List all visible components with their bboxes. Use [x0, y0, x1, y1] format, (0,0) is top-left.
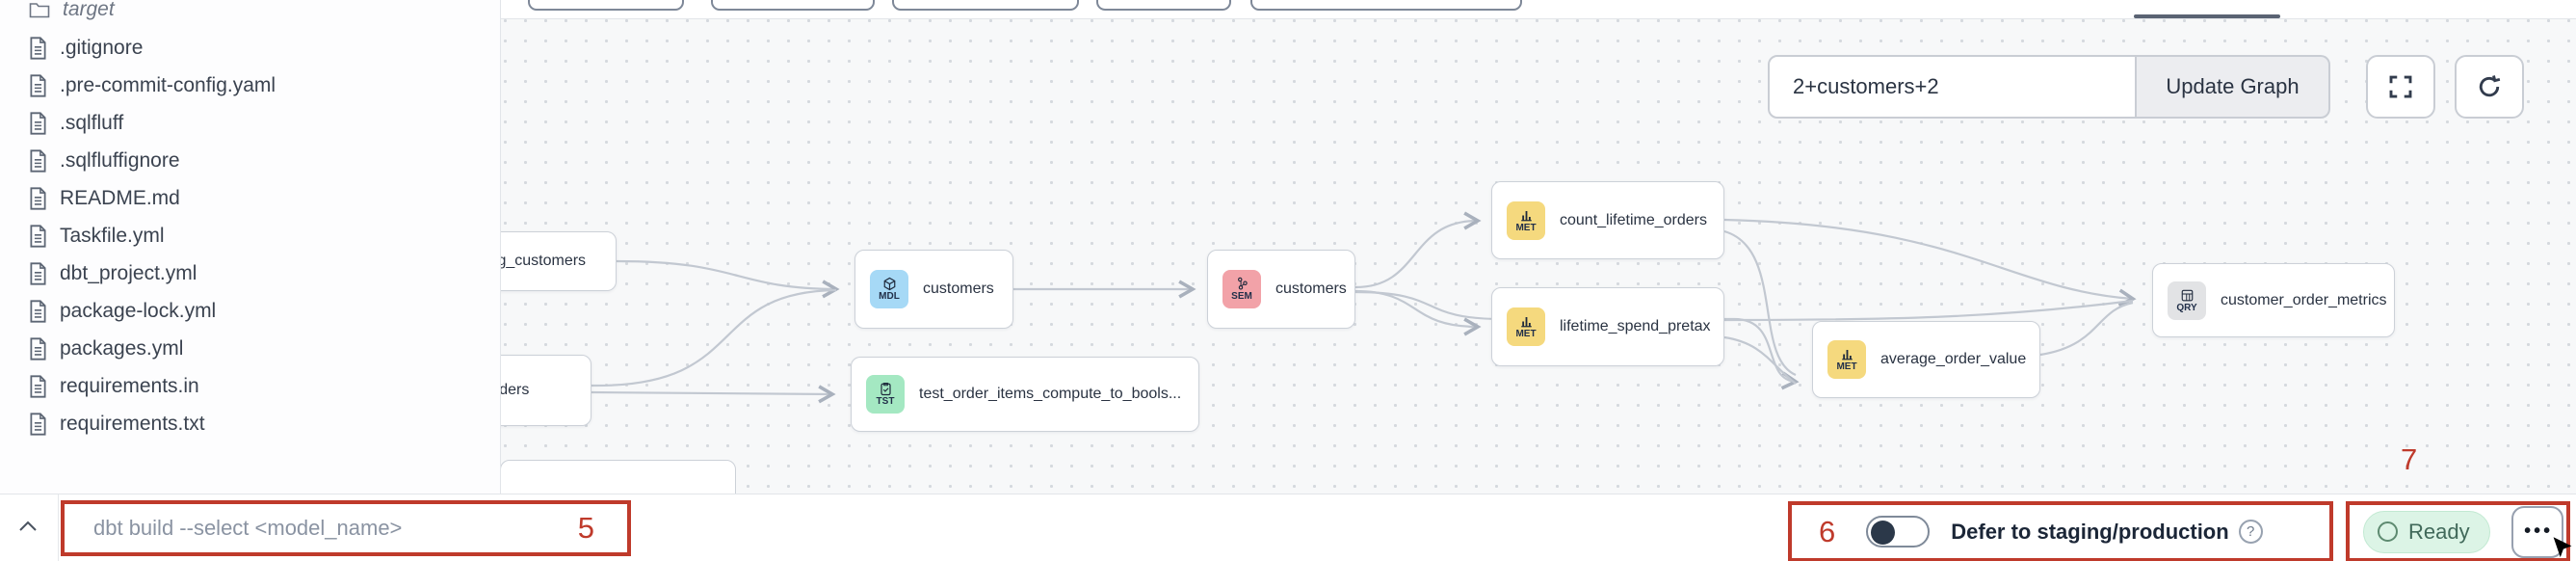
file-tree-item[interactable]: package-lock.yml	[0, 292, 500, 330]
node-label: count_lifetime_orders	[1560, 211, 1707, 228]
file-icon	[30, 111, 46, 135]
fullscreen-icon	[2389, 75, 2412, 98]
toolbar-button-cutoff[interactable]	[892, 0, 1079, 11]
refresh-icon	[2479, 75, 2501, 97]
file-tree-item-target[interactable]: target	[0, 0, 500, 28]
semantic-model-icon: SEM	[1222, 270, 1261, 308]
file-icon	[30, 336, 46, 361]
dag-node[interactable]: MDL customers	[854, 250, 1013, 329]
more-options-button[interactable]: •••	[2510, 505, 2563, 558]
dag-node[interactable]: QRY customer_order_metrics	[2152, 263, 2395, 337]
file-icon	[30, 186, 46, 210]
status-ring-icon	[2378, 521, 2398, 542]
file-tree-item[interactable]: .gitignore	[0, 29, 500, 67]
defer-label: Defer to staging/production	[1951, 519, 2229, 544]
dag-node[interactable]: MET average_order_value	[1812, 321, 2040, 398]
update-graph-button[interactable]: Update Graph	[2135, 55, 2330, 119]
file-icon	[30, 73, 46, 97]
file-tree-item[interactable]: .sqlfluffignore	[0, 142, 500, 179]
refresh-button[interactable]	[2455, 55, 2524, 119]
test-icon: TST	[866, 375, 905, 414]
file-icon	[30, 261, 46, 285]
file-icon	[30, 299, 46, 323]
file-tree-item[interactable]: requirements.in	[0, 367, 500, 405]
mouse-cursor	[2551, 536, 2576, 561]
file-tree-item[interactable]: .sqlfluff	[0, 104, 500, 142]
toggle-knob	[1871, 520, 1896, 545]
defer-toggle[interactable]	[1866, 516, 1931, 548]
node-label: customers	[923, 280, 994, 297]
annotation-number-7: 7	[2401, 442, 2418, 476]
node-label: customers	[1275, 280, 1347, 297]
saved-query-icon: QRY	[2168, 280, 2206, 320]
status-badge[interactable]: Ready	[2363, 510, 2490, 553]
divider	[58, 494, 59, 561]
folder-icon	[29, 2, 50, 17]
node-label: customer_order_metrics	[2221, 291, 2387, 308]
node-label: test_order_items_compute_to_bools...	[919, 386, 1182, 402]
dag-node[interactable]: MET count_lifetime_orders	[1491, 181, 1724, 259]
file-icon	[30, 412, 46, 436]
file-tree-item[interactable]: packages.yml	[0, 330, 500, 367]
ellipsis-icon: •••	[2524, 521, 2554, 542]
file-icon	[30, 148, 46, 173]
node-selector-group: Update Graph	[1768, 55, 2330, 119]
collapse-panel-button[interactable]	[13, 512, 42, 541]
toolbar-cutoff-strip	[501, 0, 2576, 19]
chevron-up-icon	[19, 521, 37, 531]
node-selector-input[interactable]	[1768, 55, 2137, 119]
node-label: average_order_value	[1880, 351, 2027, 367]
file-tree-panel: target .gitignore .pre-commit-config.yam…	[0, 0, 501, 494]
annotation-number-5: 5	[577, 511, 594, 545]
annotation-box-7: Ready •••	[2346, 501, 2570, 561]
node-label: lifetime_spend_pretax	[1560, 318, 1711, 334]
annotation-box-6: 6 Defer to staging/production ?	[1788, 501, 2333, 561]
help-icon[interactable]: ?	[2238, 520, 2263, 544]
file-icon	[30, 374, 46, 398]
node-label: stg_customers	[486, 253, 587, 269]
dag-node[interactable]: SEM customers	[1207, 250, 1355, 329]
dag-node[interactable]: MET lifetime_spend_pretax	[1491, 287, 1724, 366]
fullscreen-button[interactable]	[2366, 55, 2435, 119]
active-tab-underline	[2134, 14, 2280, 18]
toolbar-button-cutoff[interactable]	[1250, 0, 1522, 11]
metric-icon: MET	[1827, 340, 1866, 379]
toolbar-button-cutoff[interactable]	[1096, 0, 1231, 11]
file-icon	[30, 224, 46, 248]
dbt-command-input[interactable]	[93, 516, 517, 541]
file-tree-item[interactable]: README.md	[0, 179, 500, 217]
toolbar-button-cutoff[interactable]	[711, 0, 875, 11]
annotation-box-5: 5	[61, 500, 631, 556]
command-bar: 5 6 Defer to staging/production ? Ready …	[0, 494, 2576, 561]
metric-icon: MET	[1507, 307, 1545, 346]
file-icon	[30, 36, 46, 60]
file-tree-item[interactable]: .pre-commit-config.yaml	[0, 67, 500, 104]
metric-icon: MET	[1507, 200, 1545, 240]
file-tree-item[interactable]: requirements.txt	[0, 405, 500, 442]
toolbar-button-cutoff[interactable]	[528, 0, 684, 11]
model-icon: MDL	[870, 270, 908, 308]
dag-node[interactable]: TST test_order_items_compute_to_bools...	[851, 357, 1199, 432]
file-tree-item[interactable]: dbt_project.yml	[0, 254, 500, 292]
file-tree-item[interactable]: Taskfile.yml	[0, 217, 500, 254]
annotation-number-6: 6	[1819, 514, 1836, 548]
